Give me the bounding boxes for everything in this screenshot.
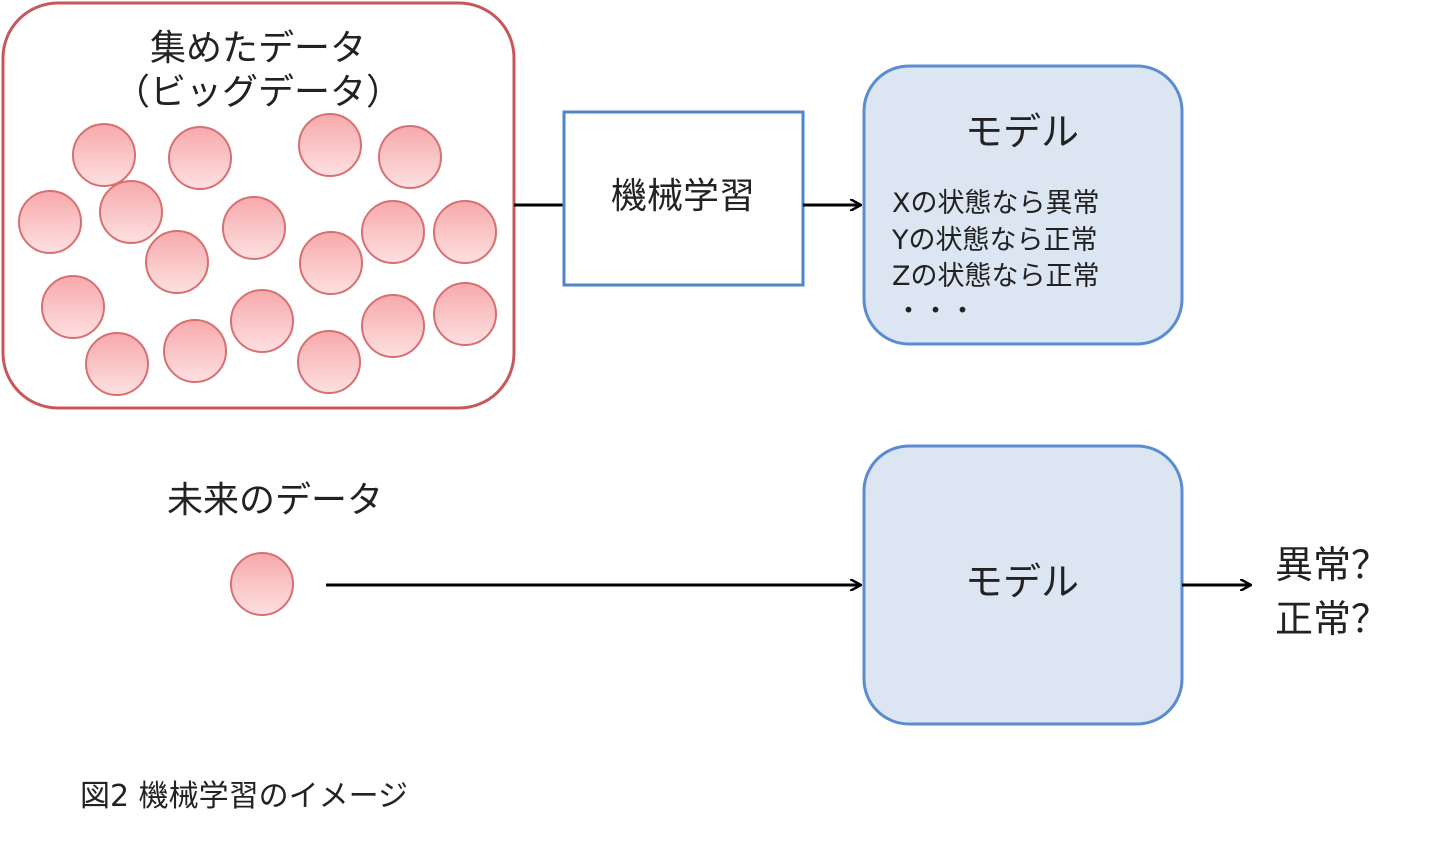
data-point xyxy=(41,275,105,339)
data-point xyxy=(361,200,425,264)
future-data-label: 未来のデータ xyxy=(167,480,383,521)
data-point xyxy=(85,332,149,396)
figure-caption: 図2 機械学習のイメージ xyxy=(80,779,408,814)
data-point xyxy=(163,319,227,383)
data-point xyxy=(298,113,362,177)
model-rule: Xの状態なら異常 xyxy=(892,188,1100,219)
data-point xyxy=(361,294,425,358)
machine-learning-label: 機械学習 xyxy=(611,176,755,217)
data-point xyxy=(230,289,294,353)
model-title: モデル xyxy=(965,560,1079,604)
data-point xyxy=(222,196,286,260)
collected-data-title: 集めたデータ xyxy=(150,28,366,69)
data-point xyxy=(433,200,497,264)
data-points xyxy=(18,113,497,396)
data-point xyxy=(299,231,363,295)
data-point xyxy=(145,230,209,294)
model-box-top: モデル Xの状態なら異常 Yの状態なら正常 Zの状態なら正常 ・・・ xyxy=(862,64,1184,346)
model-box-bottom: モデル xyxy=(862,444,1184,726)
collected-data-box: 集めたデータ （ビッグデータ） xyxy=(1,1,516,410)
model-rule: Zの状態なら正常 xyxy=(892,261,1100,292)
data-point xyxy=(18,190,82,254)
collected-data-subtitle: （ビッグデータ） xyxy=(114,72,402,113)
model-rule-ellipsis: ・・・ xyxy=(895,296,976,327)
data-point xyxy=(433,282,497,346)
model-title: モデル xyxy=(965,110,1079,154)
data-point xyxy=(72,123,136,187)
data-point xyxy=(168,126,232,190)
data-point xyxy=(378,125,442,189)
model-rule: Yの状態なら正常 xyxy=(891,225,1098,256)
data-point xyxy=(297,330,361,394)
result-normal: 正常？ xyxy=(1275,597,1389,641)
future-data-point xyxy=(230,552,294,616)
result-abnormal: 異常？ xyxy=(1275,543,1389,587)
machine-learning-box: 機械学習 xyxy=(562,110,805,287)
data-point xyxy=(99,180,163,244)
